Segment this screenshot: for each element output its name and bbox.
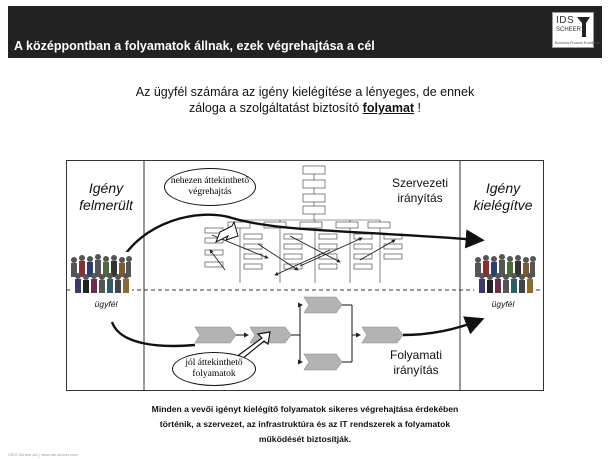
logo-subtext: SCHEER bbox=[556, 27, 582, 33]
process-step-1 bbox=[194, 326, 237, 344]
process-control-label: Folyamati irányítás bbox=[372, 348, 460, 378]
right-need-label-line-1: Igény bbox=[485, 180, 521, 196]
footer-line-2: történik, a szervezet, az infrastruktúra… bbox=[159, 419, 451, 429]
bubble-easy-to-follow-line-2: folyamatok bbox=[192, 369, 236, 379]
intro-line-2-suffix: ! bbox=[414, 101, 422, 115]
copyright-text: ©IDS Scheer AG | www.ids-scheer.com bbox=[8, 452, 78, 457]
intro-text: Az ügyfél számára az igény kielégítése a… bbox=[60, 84, 550, 116]
process-control-label-line-1: Folyamati bbox=[389, 348, 442, 362]
right-need-label: Igény kielégítve bbox=[462, 180, 544, 214]
left-customer-label: ügyfél bbox=[94, 299, 118, 309]
right-need-label-line-2: kielégítve bbox=[473, 197, 533, 213]
process-step-3b bbox=[303, 353, 343, 371]
process-exit-arrow bbox=[402, 316, 485, 337]
title-bar: A középpontban a folyamatok állnak, ezek… bbox=[8, 6, 602, 58]
intro-line-1: Az ügyfél számára az igény kielégítése a… bbox=[135, 85, 475, 99]
bubble-hard-to-follow-line-2: végrehajtás bbox=[188, 187, 232, 197]
bottom-flow-curve bbox=[110, 321, 196, 348]
org-control-label-line-1: Szervezeti bbox=[391, 176, 449, 190]
logo-tagline: Business Process Excellence bbox=[555, 41, 601, 45]
bubble-hard-to-follow-line-1: nehezen áttekinthető bbox=[170, 176, 250, 186]
bubble-easy-to-follow: jól áttekinthető folyamatok bbox=[172, 352, 256, 386]
bubble-easy-to-follow-line-1: jól áttekinthető bbox=[185, 358, 243, 368]
left-need-label-line-2: felmerült bbox=[79, 197, 133, 213]
ids-scheer-logo: IDS SCHEER Business Process Excellence bbox=[552, 12, 601, 48]
org-control-label-line-2: irányítás bbox=[397, 191, 443, 205]
customer-group-left-icon bbox=[70, 252, 132, 294]
footer-line-3: működését biztosítják. bbox=[258, 434, 352, 444]
process-step-3a bbox=[303, 296, 343, 314]
org-control-label: Szervezeti irányítás bbox=[380, 176, 460, 206]
top-flow-arrow bbox=[115, 213, 485, 269]
intro-line-2: zálogа a szolgáltatást biztosító folyama… bbox=[60, 100, 550, 116]
intro-highlight: folyamat bbox=[362, 101, 415, 115]
bubble-top-pointer-icon bbox=[215, 220, 239, 244]
left-need-label-line-1: Igény bbox=[88, 180, 124, 196]
bubble-hard-to-follow: nehezen áttekinthető végrehajtás bbox=[164, 168, 256, 206]
footer-line-1: Minden a vevői igényt kielégítő folyamat… bbox=[151, 404, 459, 414]
logo-text: IDS bbox=[556, 15, 575, 26]
slide-title: A középpontban a folyamatok állnak, ezek… bbox=[14, 39, 375, 53]
footer-text: Minden a vevői igényt kielégítő folyamat… bbox=[60, 402, 550, 447]
process-control-label-line-2: irányítás bbox=[393, 363, 439, 377]
process-step-4 bbox=[361, 326, 404, 344]
left-need-label: Igény felmerült bbox=[68, 180, 144, 214]
intro-line-2-prefix: zálogа a szolgáltatást biztosító bbox=[188, 101, 363, 115]
customer-group-right-icon bbox=[474, 252, 536, 294]
right-customer-label: ügyfél bbox=[491, 299, 515, 309]
process-step-2 bbox=[249, 326, 292, 344]
logo-mark-icon bbox=[577, 17, 590, 37]
